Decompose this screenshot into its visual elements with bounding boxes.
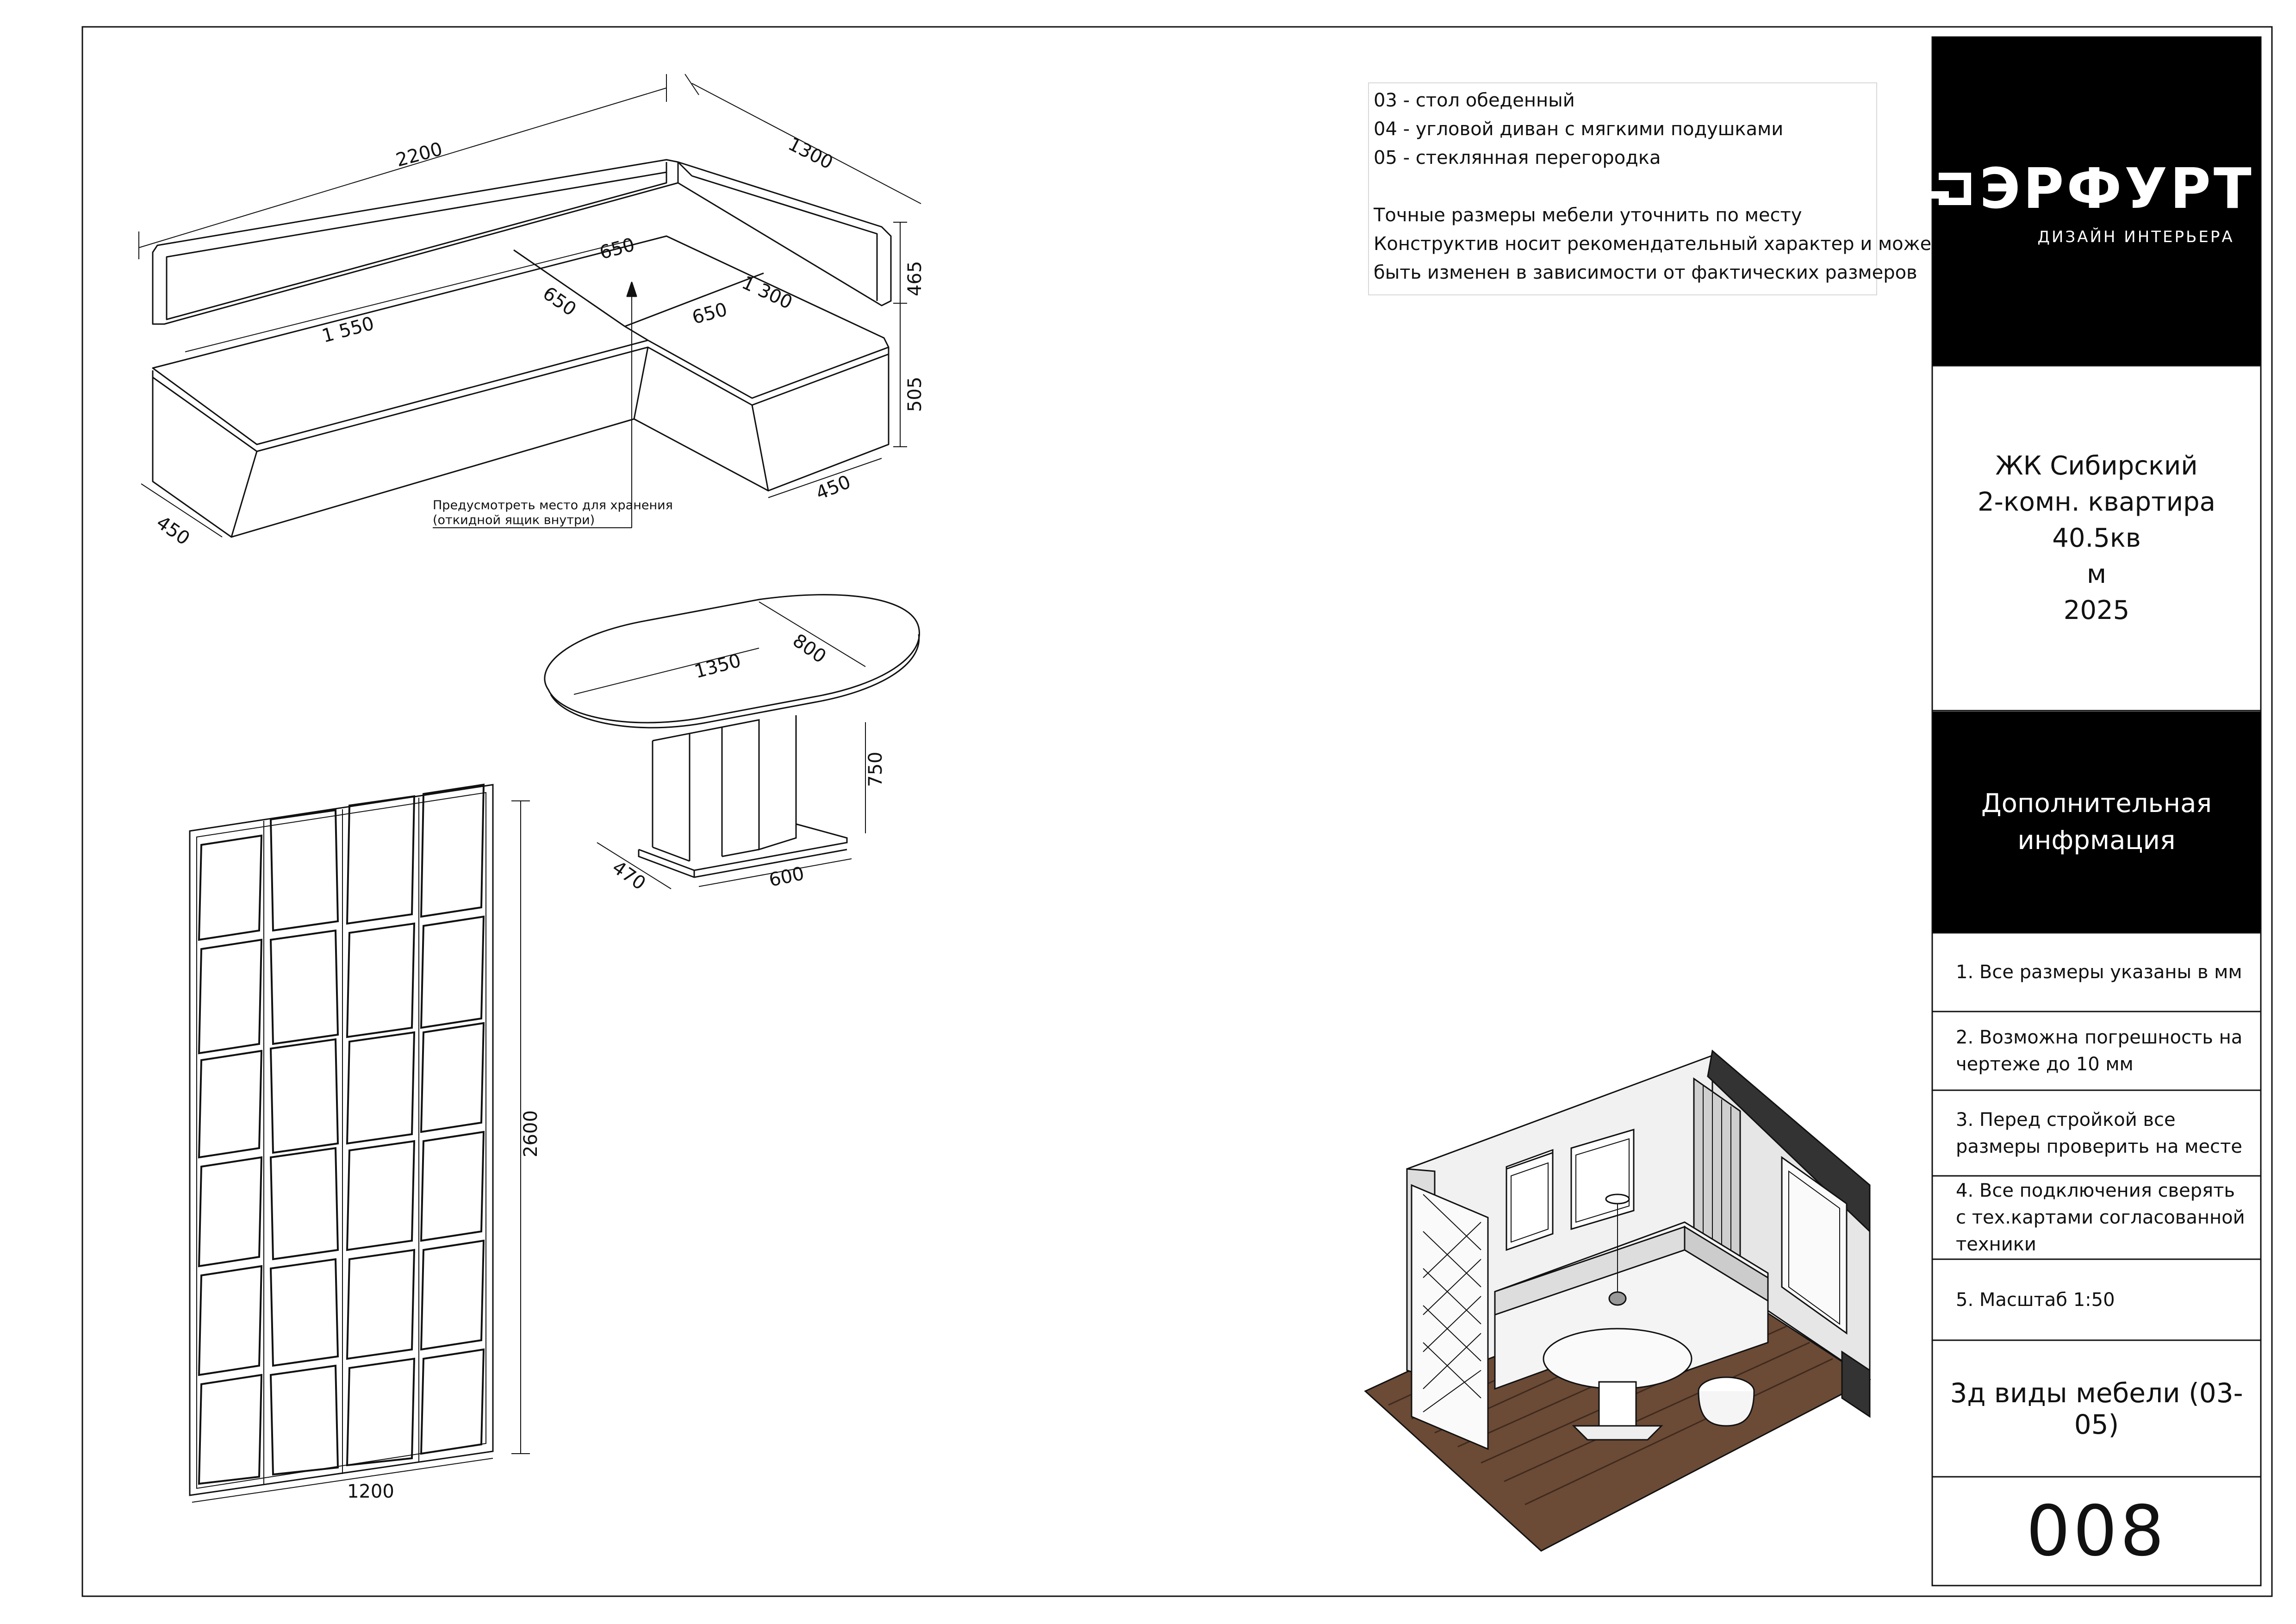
sofa-dim-1300: 1 300	[739, 272, 796, 313]
sofa-dim-side: 1300	[784, 133, 836, 174]
table-dim-height: 750	[865, 752, 886, 787]
sofa-storage-note-1: Предусмотреть место для хранения	[433, 498, 673, 512]
glass-partition-drawing	[189, 783, 530, 1503]
table-dim-length: 1350	[692, 650, 743, 683]
table-dim-base-width: 600	[767, 863, 806, 891]
sofa-dim-seat-height: 505	[904, 377, 926, 412]
sofa-dim-650-b: 650	[539, 283, 580, 320]
sofa-dim-length: 2200	[394, 138, 445, 171]
sofa-dim-back-height: 465	[904, 261, 926, 296]
partition-dim-width: 1200	[347, 1481, 394, 1502]
partition-rhombus-panels	[198, 783, 485, 1485]
sofa-storage-note-2: (откидной ящик внутри)	[433, 513, 595, 527]
corner-sofa-drawing	[138, 74, 921, 538]
title-block-frame	[1931, 36, 2262, 1587]
room-3d-view	[1364, 1049, 1871, 1552]
sofa-dim-depth-right: 450	[813, 471, 854, 504]
sofa-dim-650-c: 650	[690, 299, 730, 328]
sofa-dim-650-a: 650	[597, 234, 637, 263]
table-dim-width: 800	[789, 630, 830, 668]
table-dim-base-depth: 470	[608, 857, 649, 894]
sofa-dim-depth-left: 450	[152, 512, 193, 550]
sheet-frame	[81, 26, 2273, 1597]
dining-table-drawing	[544, 594, 920, 889]
partition-dim-height: 2600	[520, 1110, 541, 1157]
